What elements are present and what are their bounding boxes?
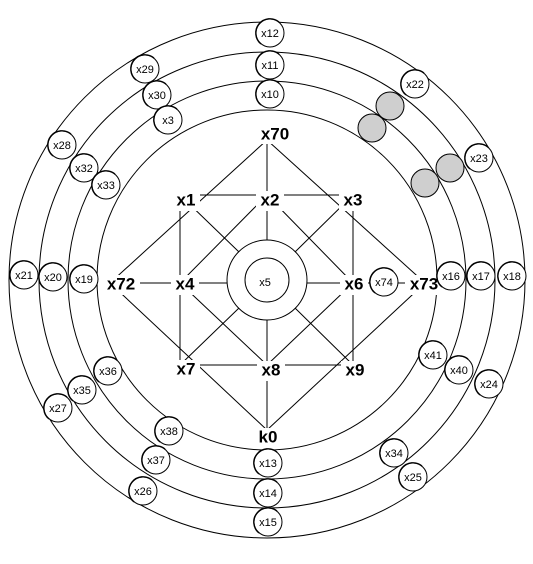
label-x14: x14	[259, 488, 277, 500]
node-x10: x10	[255, 79, 285, 109]
label-x26: x26	[134, 486, 152, 498]
node-x30: x30	[142, 80, 172, 110]
label-x74: x74	[375, 277, 393, 289]
label-x32: x32	[75, 163, 93, 175]
node-x11: x11	[255, 50, 285, 80]
label-x30: x30	[148, 90, 166, 102]
hub-ring-inner	[244, 257, 290, 303]
node-x37: x37	[141, 445, 171, 475]
node-x18: x18	[497, 261, 527, 291]
small-nodes: x12 x11 x10 x29 x30 x3 x28 x32 x33 x22 x…	[9, 18, 527, 537]
label-x11: x11	[262, 60, 279, 72]
label-x17: x17	[472, 271, 490, 283]
label-x72: x72	[107, 274, 135, 293]
label-x2: x2	[261, 190, 280, 209]
label-x21: x21	[15, 270, 33, 282]
label-x70: x70	[261, 124, 289, 143]
label-x15: x15	[259, 517, 277, 529]
node-x38: x38	[154, 416, 184, 446]
label-x3-small: x3	[162, 115, 174, 127]
label-x33: x33	[97, 180, 115, 192]
label-x24: x24	[480, 379, 498, 391]
node-x24: x24	[474, 369, 504, 399]
grey-node-2	[357, 113, 387, 143]
node-x34: x34	[379, 438, 409, 468]
node-x22: x22	[400, 69, 430, 99]
label-x9: x9	[346, 360, 365, 379]
node-x40: x40	[444, 355, 474, 385]
node-x23: x23	[464, 143, 494, 173]
label-x13: x13	[259, 458, 277, 470]
label-x18: x18	[503, 271, 521, 283]
node-x21: x21	[9, 260, 39, 290]
node-x29: x29	[130, 54, 160, 84]
label-x6: x6	[345, 274, 364, 293]
node-x74: x74	[369, 267, 399, 297]
label-x36: x36	[99, 366, 117, 378]
label-x25: x25	[404, 472, 422, 484]
node-x16: x16	[436, 261, 466, 291]
label-x16: x16	[442, 271, 460, 283]
node-x17: x17	[466, 261, 496, 291]
label-x35: x35	[73, 385, 91, 397]
label-x27: x27	[49, 403, 67, 415]
node-x15: x15	[253, 507, 283, 537]
node-x14: x14	[253, 478, 283, 508]
node-x35: x35	[67, 375, 97, 405]
big-labels: x70 x1 x2 x3 x72 x4 x6 x73 x7 x8 x9 k0	[102, 124, 443, 448]
label-x3: x3	[344, 190, 363, 209]
node-x33: x33	[91, 170, 121, 200]
grey-node-1	[375, 91, 405, 121]
label-x37: x37	[147, 455, 165, 467]
label-x28: x28	[53, 140, 71, 152]
label-x73: x73	[410, 274, 438, 293]
node-x36: x36	[93, 356, 123, 386]
node-x20: x20	[38, 262, 68, 292]
label-x7: x7	[177, 359, 196, 378]
label-x40: x40	[450, 365, 468, 377]
label-x10: x10	[261, 89, 279, 101]
label-x8: x8	[262, 360, 281, 379]
node-x25: x25	[398, 462, 428, 492]
node-x12: x12	[255, 18, 285, 48]
node-x27: x27	[43, 393, 73, 423]
label-x4: x4	[176, 274, 195, 293]
label-x22: x22	[406, 79, 424, 91]
label-x23: x23	[470, 153, 488, 165]
node-x32: x32	[69, 153, 99, 183]
node-x19: x19	[69, 264, 99, 294]
node-x3-small: x3	[153, 105, 183, 135]
label-x41: x41	[424, 350, 442, 362]
node-x26: x26	[128, 476, 158, 506]
label-k0: k0	[259, 427, 278, 446]
grey-node-3	[435, 153, 465, 183]
label-x34: x34	[385, 448, 403, 460]
node-x41: x41	[418, 340, 448, 370]
node-x13: x13	[253, 448, 283, 478]
label-x29: x29	[136, 64, 154, 76]
grey-node-4	[410, 168, 440, 198]
label-x12: x12	[261, 28, 279, 40]
label-x38: x38	[160, 426, 178, 438]
node-x28: x28	[47, 130, 77, 160]
label-x19: x19	[75, 274, 93, 286]
label-x5: x5	[259, 277, 271, 289]
label-x1: x1	[177, 190, 196, 209]
label-x20: x20	[44, 272, 62, 284]
